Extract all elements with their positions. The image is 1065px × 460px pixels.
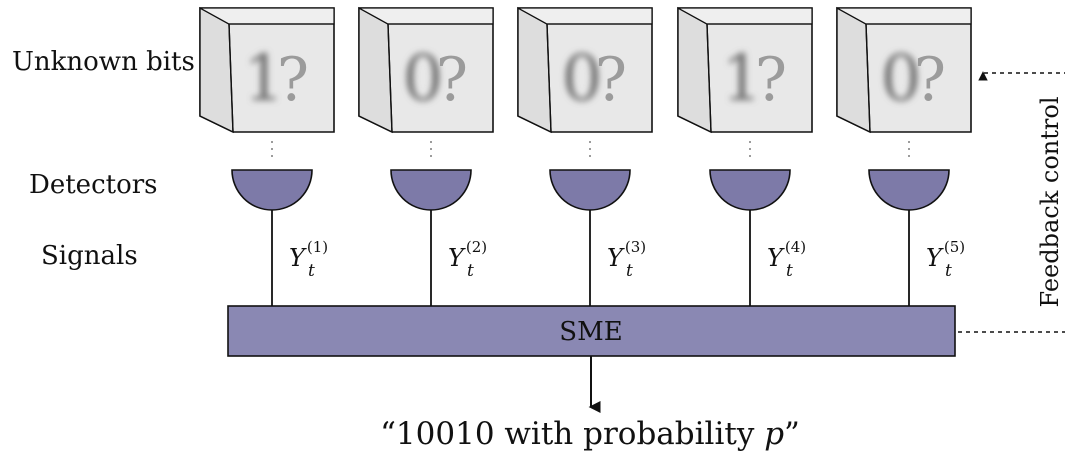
signals-label: Signals	[41, 241, 138, 271]
detectors	[231, 169, 950, 211]
unknown-bit-box-1: 1?	[199, 6, 335, 157]
unknown-bit-box-4: 1?	[677, 6, 813, 157]
connection-dot-1	[589, 141, 591, 143]
detector-1	[231, 169, 313, 211]
cube-vertical-edge	[546, 23, 552, 133]
unknown-bit-box-3: 0?	[517, 6, 653, 157]
signal-label-2: Y(2) t	[448, 238, 487, 281]
connection-dot-2	[749, 148, 751, 150]
output-prefix: “10010 with probability	[380, 416, 764, 452]
connection-dot-2	[589, 148, 591, 150]
cube-side-face	[836, 6, 871, 134]
signal-superscript: (5)	[944, 238, 965, 256]
detector-3	[549, 169, 631, 211]
signal-superscript: (2)	[466, 238, 487, 256]
signal-superscript: (3)	[625, 238, 646, 256]
cube-side-face	[677, 6, 712, 134]
detector-bowl	[709, 169, 791, 211]
blurred-bit-digit: 1	[722, 42, 763, 116]
unknown-question-mark: ?	[914, 45, 946, 115]
detector-4	[709, 169, 791, 211]
unknown-question-mark: ?	[595, 45, 627, 115]
detector-5	[868, 169, 950, 211]
connection-dot-3	[271, 155, 273, 157]
cube-vertical-edge	[387, 23, 393, 133]
unknown-bits: 1?0?0?1?0?	[199, 6, 972, 157]
output-probability-variable: p	[764, 416, 784, 452]
unknown-question-mark: ?	[755, 45, 787, 115]
signal-subscript: t	[945, 261, 952, 281]
signal-subscript: t	[467, 261, 474, 281]
signal-variable: Y	[767, 244, 785, 272]
connection-dot-3	[749, 155, 751, 157]
output-statement: “10010 with probability p”	[380, 416, 800, 452]
signal-subscript: t	[308, 261, 315, 281]
signal-variable: Y	[289, 244, 307, 272]
feedback-control-label: Feedback control	[1036, 97, 1064, 308]
cube-vertical-edge	[865, 23, 871, 133]
cube-side-face	[358, 6, 393, 134]
blurred-bit-digit: 0	[881, 42, 922, 116]
blurred-bit-digit: 1	[244, 42, 285, 116]
connection-dot-1	[430, 141, 432, 143]
signal-label-5: Y(5) t	[926, 238, 965, 281]
signal-superscript: (1)	[307, 238, 328, 256]
connection-dot-1	[749, 141, 751, 143]
signal-subscript: t	[786, 261, 793, 281]
connection-dot-3	[589, 155, 591, 157]
blurred-bit-digit: 0	[562, 42, 603, 116]
signal-subscript: t	[626, 261, 633, 281]
unknown-bit-box-5: 0?	[836, 6, 972, 157]
detectors-label: Detectors	[29, 170, 158, 200]
detector-bowl	[868, 169, 950, 211]
unknown-question-mark: ?	[436, 45, 468, 115]
unknown-question-mark: ?	[277, 45, 309, 115]
unknown-bit-box-2: 0?	[358, 6, 494, 157]
cube-side-face	[199, 6, 234, 134]
detector-2	[390, 169, 472, 211]
signal-label-1: Y(1) t	[289, 238, 328, 281]
signal-label-3: Y(3) t	[607, 238, 646, 281]
blurred-bit-digit: 0	[403, 42, 444, 116]
detector-bowl	[231, 169, 313, 211]
unknown-bits-label: Unknown bits	[12, 47, 195, 77]
connection-dot-3	[430, 155, 432, 157]
cube-vertical-edge	[706, 23, 712, 133]
connection-dot-3	[908, 155, 910, 157]
detector-bowl	[549, 169, 631, 211]
connection-dot-2	[271, 148, 273, 150]
output-suffix: ”	[784, 416, 800, 452]
signal-superscript: (4)	[785, 238, 806, 256]
connection-dot-1	[908, 141, 910, 143]
connection-dot-1	[271, 141, 273, 143]
connection-dot-2	[908, 148, 910, 150]
signal-label-4: Y(4) t	[767, 238, 806, 281]
cube-side-face	[517, 6, 552, 134]
connection-dot-2	[430, 148, 432, 150]
signal-variable: Y	[448, 244, 466, 272]
signal-variable: Y	[607, 244, 625, 272]
detector-bowl	[390, 169, 472, 211]
cube-vertical-edge	[228, 23, 234, 133]
signal-variable: Y	[926, 244, 944, 272]
sme-block	[227, 305, 956, 357]
sme-label: SME	[559, 317, 622, 347]
